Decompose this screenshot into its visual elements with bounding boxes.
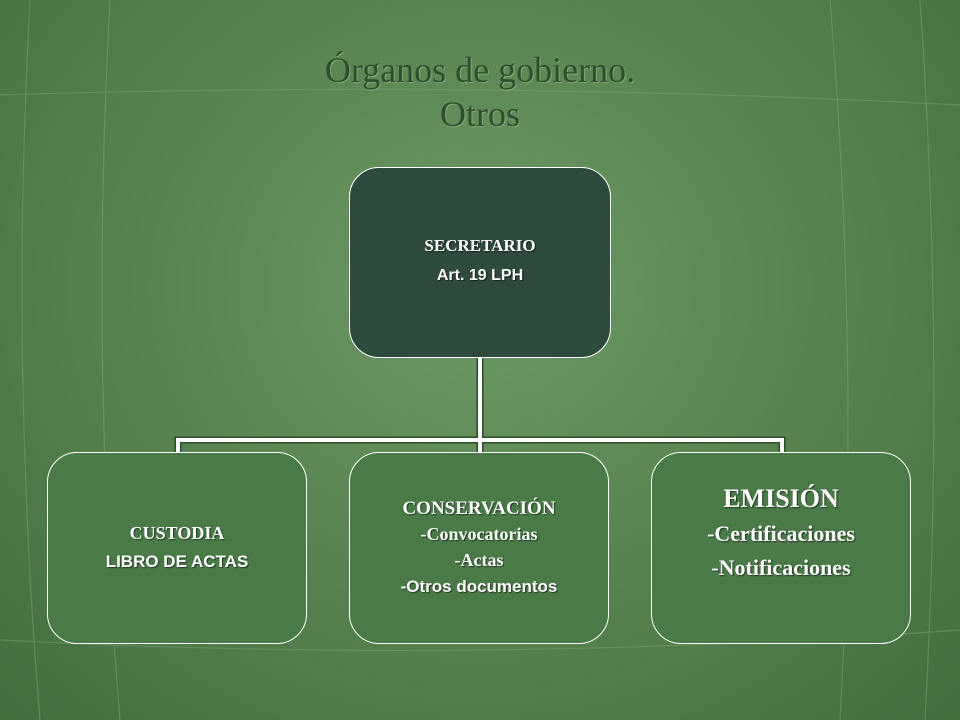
title-line-1: Órganos de gobierno.: [324, 50, 636, 90]
custodia-label: CUSTODIA: [129, 523, 225, 543]
emision-box: EMISIÓN -Certificaciones -Notificaciones: [651, 452, 911, 644]
emision-item-notificaciones: -Notificaciones: [711, 555, 851, 580]
page-title: Órganos de gobierno. Otros: [0, 48, 960, 136]
secretario-label: SECRETARIO: [424, 236, 536, 255]
conservacion-label: CONSERVACIÓN: [402, 497, 556, 519]
emision-item-certificaciones: -Certificaciones: [707, 521, 855, 546]
emision-label: EMISIÓN: [723, 484, 839, 513]
conservacion-item-convocatorias: -Convocatorias: [420, 523, 538, 544]
custodia-detail: LIBRO DE ACTAS: [105, 552, 249, 571]
secretario-box: SECRETARIO Art. 19 LPH: [349, 167, 611, 358]
conservacion-box: CONSERVACIÓN -Convocatorias -Actas -Otro…: [349, 452, 609, 644]
custodia-box: CUSTODIA LIBRO DE ACTAS: [47, 452, 307, 644]
title-line-2: Otros: [440, 94, 520, 134]
conservacion-item-otros: -Otros documentos: [400, 576, 558, 596]
secretario-article: Art. 19 LPH: [436, 267, 524, 284]
conservacion-item-actas: -Actas: [454, 549, 504, 570]
